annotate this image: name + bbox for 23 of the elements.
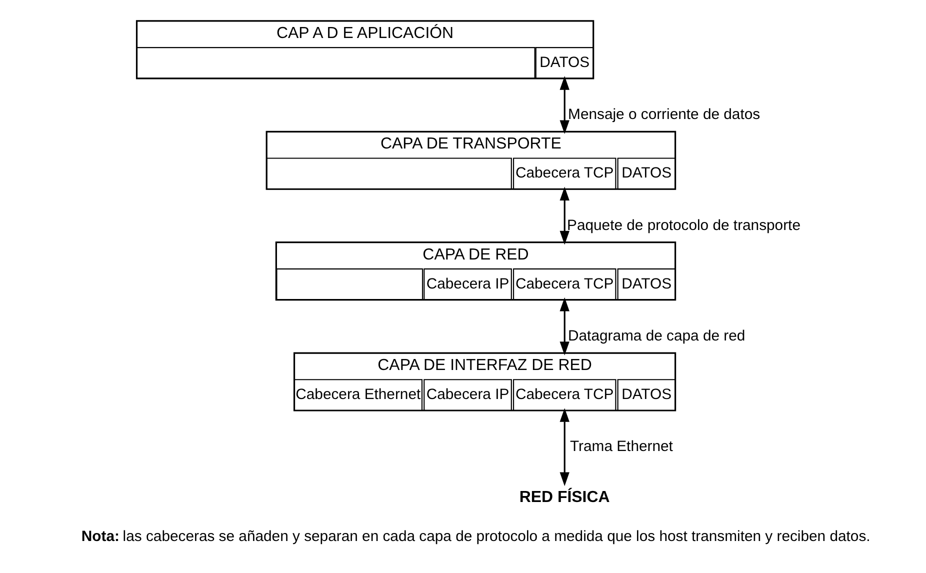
node-box [266,158,512,190]
node-box: DATOS [616,268,676,300]
node-box: Cabecera TCP [512,268,616,300]
node-box [136,47,535,79]
arrow [559,297,569,356]
node-box: DATOS [534,47,594,79]
caption: Nota: las cabeceras se añaden y separan en cada capa de protocolo a medida que los host transmiten y reciben datos. [80,529,870,546]
edge-label: Trama Ethernet [570,439,672,456]
edge-label: Paquete de protocolo de transporte [566,218,800,234]
arrow [559,408,569,486]
node-box: Cabecera TCP [512,379,616,412]
node-box: Cabecera IP [423,379,512,412]
node-box: DATOS [616,379,676,412]
node-box: Cabecera Ethernet [293,379,422,412]
arrow [559,76,569,134]
edge-label: Mensaje o corriente de datos [568,107,760,124]
arrow [559,186,569,245]
edge-label: Datagrama de capa de red [568,328,745,344]
node-box: Cabecera IP [423,268,512,300]
node-box: DATOS [616,158,676,190]
node-box [276,268,423,300]
node-text: RED FÍSICA [518,489,610,506]
node-box: Cabecera TCP [512,158,616,190]
